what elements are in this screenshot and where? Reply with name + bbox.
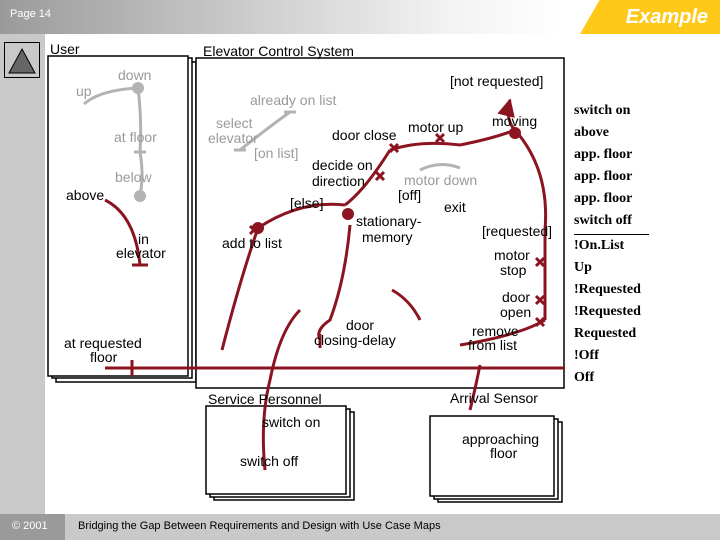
at-floor-label: at floor [114,129,157,145]
below-label: below [115,169,152,185]
direction-label: direction [312,173,365,189]
footer-left-block: © 2001 [0,514,65,540]
already-on-list-label: already on list [250,92,336,108]
arrival-sensor-component [429,415,563,503]
select-label: select [216,115,253,131]
above-label: above [66,187,104,203]
motor-up-label: motor up [408,119,463,135]
gray-labels: up down at floor below already on list s… [76,67,477,188]
legend-item: app. floor [574,147,633,162]
gray-end-bars [134,110,296,154]
footer-bar: © 2001 Bridging the Gap Between Requirem… [0,514,720,540]
floor-label: floor [90,349,118,365]
user-label: User [50,41,80,57]
path-end-bars [130,263,322,376]
service-personnel-component [205,405,355,501]
arrival-sensor-label: Arrival Sensor [450,390,538,406]
memory-label: memory [362,229,413,245]
legend-item: above [574,125,609,140]
footer-title: Bridging the Gap Between Requirements an… [78,520,441,532]
stationary-label: stationary- [356,213,422,229]
nav-button[interactable] [4,42,40,78]
legend-item: !Requested [574,304,641,319]
legend-item: Up [574,260,592,275]
stop-label: stop [500,262,527,278]
legend-item: app. floor [574,191,633,206]
requested-label: [requested] [482,223,552,239]
legend-list: switch on above app. floor app. floor ap… [574,100,649,389]
motor-down-label: motor down [404,172,477,188]
page-number: Page 14 [10,8,51,20]
legend-item: switch off [574,213,632,228]
switch-off-label: switch off [240,453,298,469]
moving-label: moving [492,113,537,129]
service-personnel-label: Service Personnel [208,391,322,407]
diagram-title: Elevator Control System [203,43,354,59]
floor-2-label: floor [490,445,518,461]
legend-item: !Off [574,348,599,363]
elevator-2-label: elevator [116,245,166,261]
add-to-list-label: add to list [222,235,282,251]
at-requested-floor-label: at requested [64,335,142,351]
else-label: [else] [290,195,323,211]
sidebar [0,34,45,514]
copyright: © 2001 [12,520,48,532]
legend-item: Off [574,370,595,385]
switch-on-label: switch on [262,414,320,430]
from-list-label: from list [468,337,517,353]
door-close-label: door close [332,127,397,143]
legend-item: !Requested [574,282,641,297]
decide-on-label: decide on [312,157,373,173]
legend-item: switch on [574,103,631,118]
user-component [47,55,197,383]
door-label: door [502,289,530,305]
on-list-label: [on list] [254,145,298,161]
black-labels: above in elevator at requested floor [no… [64,73,552,469]
door-2-label: door [346,317,374,333]
example-tab: Example [580,0,720,34]
legend-item: Requested [574,326,637,341]
remove-label: remove [472,323,519,339]
closing-delay-label: closing-delay [314,332,396,348]
legend-separator [574,234,649,235]
slide-title: Example [625,6,708,28]
down-label: down [118,67,151,83]
elevator-label: elevator [208,130,258,146]
triangle-up-icon [8,47,36,74]
gray-start-points [132,82,146,202]
in-label: in [138,231,149,247]
open-label: open [500,304,531,320]
not-requested-label: [not requested] [450,73,543,89]
approaching-label: approaching [462,431,539,447]
exit-label: exit [444,199,466,215]
legend-item: !On.List [574,238,625,253]
legend-item: app. floor [574,169,633,184]
responsibility-markers [248,132,546,328]
off-label: [off] [398,187,421,203]
path-start-points [252,127,521,234]
up-label: up [76,83,92,99]
motor-label: motor [494,247,530,263]
